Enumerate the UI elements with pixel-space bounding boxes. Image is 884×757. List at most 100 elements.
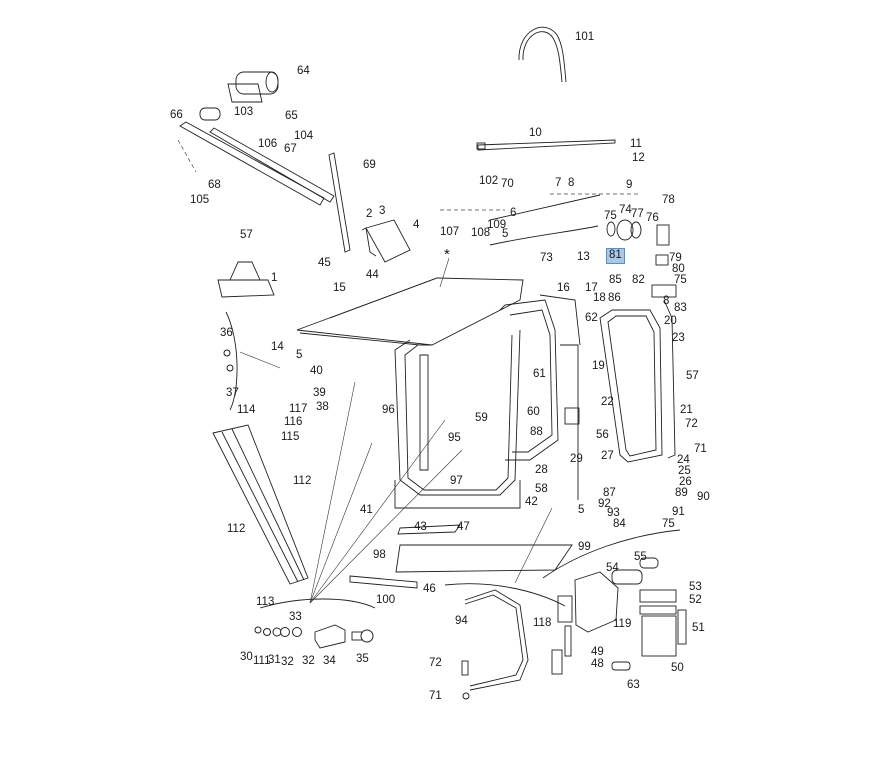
callout-16[interactable]: 16: [557, 282, 570, 294]
callout-5-top[interactable]: 5: [502, 228, 509, 240]
callout-37[interactable]: 37: [226, 387, 239, 399]
callout-70[interactable]: 70: [501, 178, 514, 190]
callout-26[interactable]: 26: [679, 476, 692, 488]
callout-10[interactable]: 10: [529, 127, 542, 139]
callout-2[interactable]: 2: [366, 208, 373, 220]
callout-40[interactable]: 40: [310, 365, 323, 377]
callout-7[interactable]: 7: [555, 177, 562, 189]
callout-59[interactable]: 59: [475, 412, 488, 424]
callout-67[interactable]: 67: [284, 143, 297, 155]
callout-42[interactable]: 42: [525, 496, 538, 508]
callout-21[interactable]: 21: [680, 404, 693, 416]
callout-6[interactable]: 6: [510, 207, 517, 219]
callout-5-left[interactable]: 5: [296, 349, 303, 361]
callout-111[interactable]: 111: [253, 655, 271, 667]
callout-78[interactable]: 78: [662, 194, 675, 206]
callout-84[interactable]: 84: [613, 518, 626, 530]
callout-109[interactable]: 109: [487, 219, 507, 231]
callout-76[interactable]: 76: [646, 212, 659, 224]
callout-57-top[interactable]: 57: [240, 229, 253, 241]
callout-80[interactable]: 80: [672, 263, 685, 275]
callout-103[interactable]: 103: [234, 106, 254, 118]
callout-33[interactable]: 33: [289, 611, 302, 623]
callout-72-bottom[interactable]: 72: [429, 657, 442, 669]
callout-30[interactable]: 30: [240, 651, 253, 663]
callout-48[interactable]: 48: [591, 658, 604, 670]
callout-83[interactable]: 83: [674, 302, 687, 314]
callout-108[interactable]: 108: [471, 227, 491, 239]
callout-114[interactable]: 114: [237, 404, 256, 416]
callout-4[interactable]: 4: [413, 219, 420, 231]
callout-61[interactable]: 61: [533, 368, 546, 380]
callout-19[interactable]: 19: [592, 360, 605, 372]
callout-87[interactable]: 87: [603, 487, 616, 499]
callout-56[interactable]: 56: [596, 429, 609, 441]
callout-81-highlighted[interactable]: 81: [606, 248, 625, 264]
callout-25[interactable]: 25: [678, 465, 691, 477]
callout-73[interactable]: 73: [540, 252, 553, 264]
callout-95[interactable]: 95: [448, 432, 461, 444]
callout-54[interactable]: 54: [606, 562, 619, 574]
callout-71-bottom[interactable]: 71: [429, 690, 442, 702]
callout-102[interactable]: 102: [479, 175, 499, 187]
callout-94[interactable]: 94: [455, 615, 468, 627]
callout-27[interactable]: 27: [601, 450, 614, 462]
callout-44[interactable]: 44: [366, 269, 379, 281]
callout-1[interactable]: 1: [271, 272, 278, 284]
callout-41[interactable]: 41: [360, 504, 373, 516]
callout-86[interactable]: 86: [608, 292, 621, 304]
callout-23[interactable]: 23: [672, 332, 685, 344]
callout-38[interactable]: 38: [316, 401, 329, 413]
callout-13[interactable]: 13: [577, 251, 590, 263]
callout-3[interactable]: 3: [379, 205, 386, 217]
callout-35[interactable]: 35: [356, 653, 369, 665]
callout-68[interactable]: 68: [208, 179, 221, 191]
callout-113[interactable]: 113: [256, 596, 275, 608]
callout-101[interactable]: 101: [575, 31, 595, 43]
callout-50[interactable]: 50: [671, 662, 684, 674]
callout-96[interactable]: 96: [382, 404, 395, 416]
callout-119[interactable]: 119: [613, 618, 632, 630]
callout-47[interactable]: 47: [457, 521, 470, 533]
callout-20[interactable]: 20: [664, 315, 677, 327]
callout-93[interactable]: 93: [607, 507, 620, 519]
callout-92[interactable]: 92: [598, 498, 611, 510]
callout-89[interactable]: 89: [675, 487, 688, 499]
callout-14[interactable]: 14: [271, 341, 284, 353]
callout-31[interactable]: 31: [268, 654, 281, 666]
callout-106[interactable]: 106: [258, 138, 278, 150]
callout-58[interactable]: 58: [535, 483, 548, 495]
callout-74[interactable]: 74: [619, 204, 632, 216]
callout-28[interactable]: 28: [535, 464, 548, 476]
callout-52[interactable]: 52: [689, 594, 702, 606]
callout-85[interactable]: 85: [609, 274, 622, 286]
callout-46[interactable]: 46: [423, 583, 436, 595]
callout-32a[interactable]: 32: [281, 656, 294, 668]
callout-22[interactable]: 22: [601, 396, 614, 408]
callout-112-lower[interactable]: 112: [227, 523, 246, 535]
callout-118[interactable]: 118: [533, 617, 552, 629]
callout-105[interactable]: 105: [190, 194, 210, 206]
callout-97[interactable]: 97: [450, 475, 463, 487]
callout-75-bottom[interactable]: 75: [662, 518, 675, 530]
callout-71-right[interactable]: 71: [694, 443, 707, 455]
callout-60[interactable]: 60: [527, 406, 540, 418]
callout-65[interactable]: 65: [285, 110, 298, 122]
callout-45[interactable]: 45: [318, 257, 331, 269]
callout-64[interactable]: 64: [297, 65, 310, 77]
callout-24[interactable]: 24: [677, 454, 690, 466]
callout-79[interactable]: 79: [669, 252, 682, 264]
callout-90[interactable]: 90: [697, 491, 710, 503]
callout-82[interactable]: 82: [632, 274, 645, 286]
callout-15[interactable]: 15: [333, 282, 346, 294]
callout-43[interactable]: 43: [414, 521, 427, 533]
callout-8-right[interactable]: 8: [663, 295, 670, 307]
callout-32b[interactable]: 32: [302, 655, 315, 667]
callout-51[interactable]: 51: [692, 622, 705, 634]
callout-99[interactable]: 99: [578, 541, 591, 553]
callout-39[interactable]: 39: [313, 387, 326, 399]
callout-36[interactable]: 36: [220, 327, 233, 339]
callout-115[interactable]: 115: [281, 431, 300, 443]
callout-star[interactable]: *: [444, 246, 450, 263]
callout-66[interactable]: 66: [170, 109, 183, 121]
